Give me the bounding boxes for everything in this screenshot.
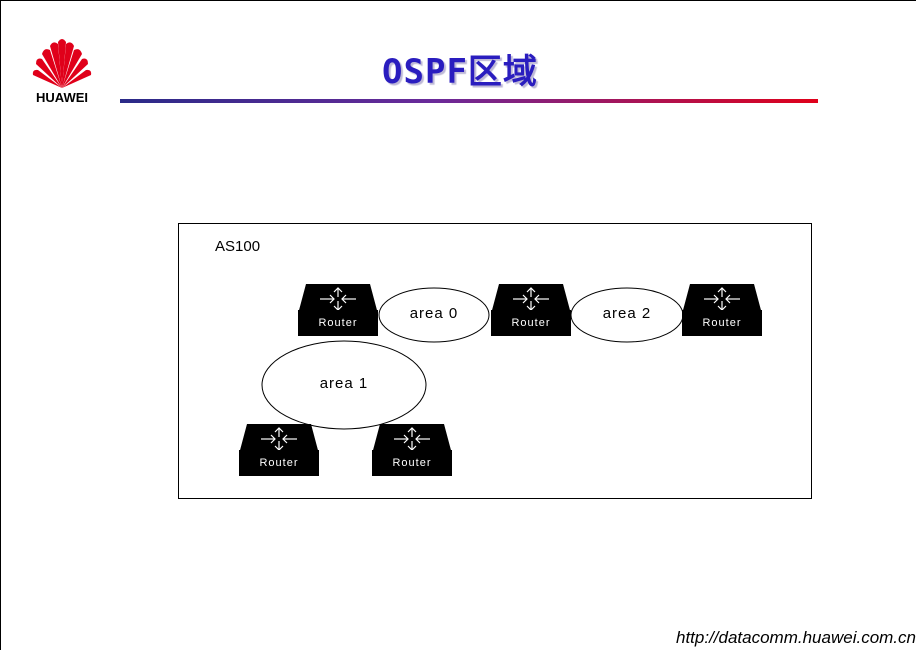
- router-icon: [513, 287, 549, 311]
- router-icon: [704, 287, 740, 311]
- router: Router: [239, 424, 319, 476]
- router-icon: [320, 287, 356, 311]
- huawei-logo: HUAWEI: [28, 34, 96, 112]
- logo-text: HUAWEI: [36, 90, 88, 105]
- router: Router: [372, 424, 452, 476]
- area-2-label: area 2: [602, 305, 652, 322]
- as-label: AS100: [215, 238, 261, 255]
- router: Router: [491, 284, 571, 336]
- huawei-petals-icon: [32, 39, 92, 88]
- area-1-ellipse: [261, 340, 427, 430]
- router-label: Router: [239, 450, 319, 476]
- area-0-label: area 0: [409, 305, 459, 322]
- router: Router: [682, 284, 762, 336]
- area-0-ellipse: [378, 287, 490, 343]
- router-icon: [394, 427, 430, 451]
- footer-url: http://datacomm.huawei.com.cn: [675, 628, 916, 647]
- title-underline: [120, 99, 818, 103]
- page-title: OSPF区域: [382, 52, 538, 92]
- router-label: Router: [298, 310, 378, 336]
- router-label: Router: [682, 310, 762, 336]
- router: Router: [298, 284, 378, 336]
- router-label: Router: [372, 450, 452, 476]
- router-icon: [261, 427, 297, 451]
- router-label: Router: [491, 310, 571, 336]
- area-1-label: area 1: [319, 375, 369, 392]
